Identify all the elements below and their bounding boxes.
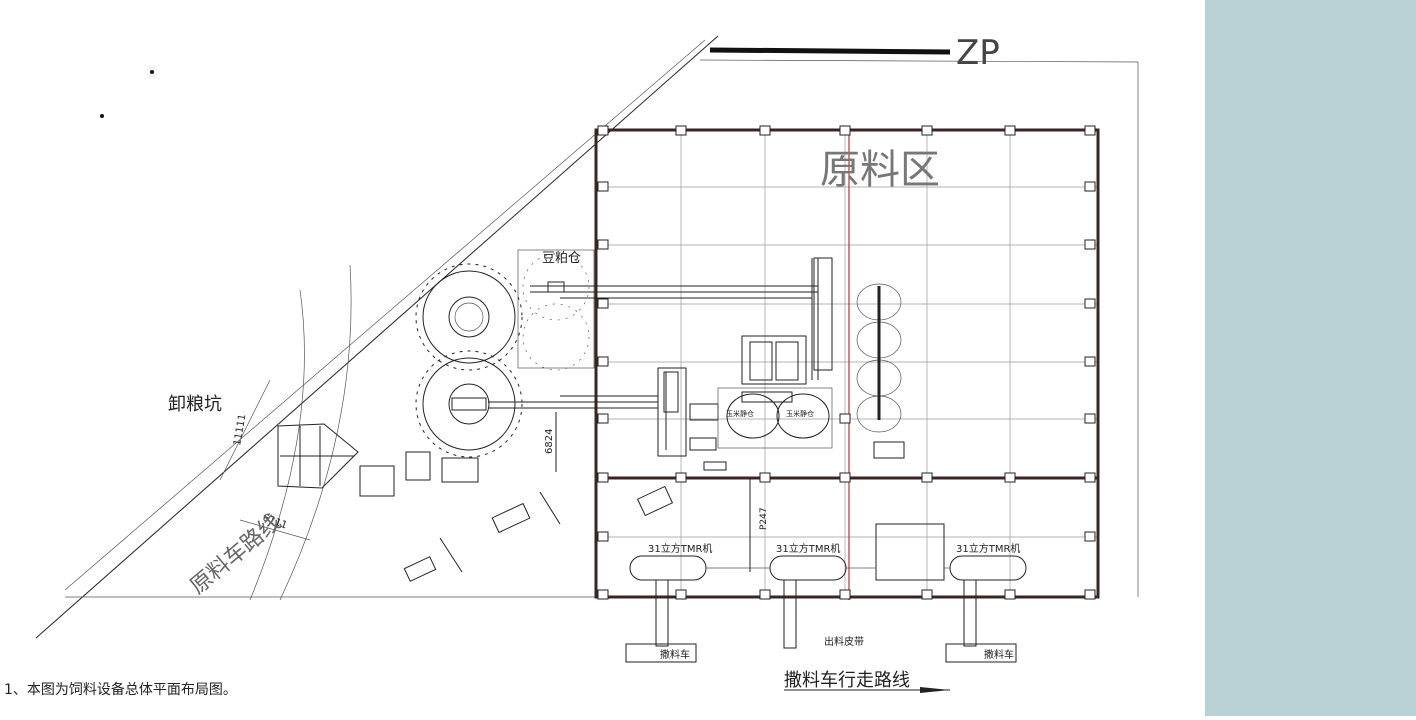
spreader-truck-2-label: 撒料车 xyxy=(984,648,1014,661)
spreader-route-arrow xyxy=(920,687,950,693)
plan-svg: ZP xyxy=(4,33,1139,698)
discharge-belt-label: 出料皮带 xyxy=(824,635,864,648)
unloading-pit-label: 卸粮坑 xyxy=(168,394,222,415)
soybean-meal-bin-label: 豆粕仓 xyxy=(542,251,581,266)
loader-vehicles xyxy=(403,485,674,582)
main-building xyxy=(594,125,1100,600)
north-label: ZP xyxy=(956,33,1000,73)
dim-p247-label: P247 xyxy=(759,507,769,530)
site-boundary xyxy=(35,35,1139,639)
corn-bin-1-label: 玉米静仓 xyxy=(726,409,754,418)
dim-6824-label: 6824 xyxy=(544,429,555,454)
tmr-3-label: 31立方TMR机 xyxy=(956,542,1020,555)
round-silo-bottom xyxy=(415,350,523,458)
building-grid xyxy=(596,128,1098,598)
round-silo-top xyxy=(415,263,523,371)
raw-material-area-label: 原料区 xyxy=(820,147,940,193)
process-equipment xyxy=(359,257,905,497)
north-bar xyxy=(709,47,951,55)
discharge-belts xyxy=(625,579,1017,663)
corn-bin-2-label: 玉米静仓 xyxy=(786,409,814,418)
tmr-1-label: 31立方TMR机 xyxy=(648,542,712,555)
soybean-meal-bin xyxy=(517,249,595,371)
drawing-note: 1、本图为饲料设备总体平面布局图。 xyxy=(4,681,237,698)
dot xyxy=(100,114,104,118)
raw-truck-route-label: 原料车路线 xyxy=(186,510,286,600)
layout-drawing: ZP xyxy=(4,33,1139,698)
columns xyxy=(597,125,1096,600)
unloading-pit xyxy=(219,379,359,541)
tmr-mixers xyxy=(629,478,1027,581)
conveyors xyxy=(488,258,819,450)
spreader-truck-1-label: 撒料车 xyxy=(660,648,690,661)
building-outline xyxy=(594,128,1100,599)
tmr-2-label: 31立方TMR机 xyxy=(776,542,840,555)
spreader-route-label: 撒料车行走路线 xyxy=(784,670,910,691)
dot xyxy=(150,70,154,74)
side-panel xyxy=(1205,0,1416,716)
dim-11111-label: 11111 xyxy=(232,413,248,446)
